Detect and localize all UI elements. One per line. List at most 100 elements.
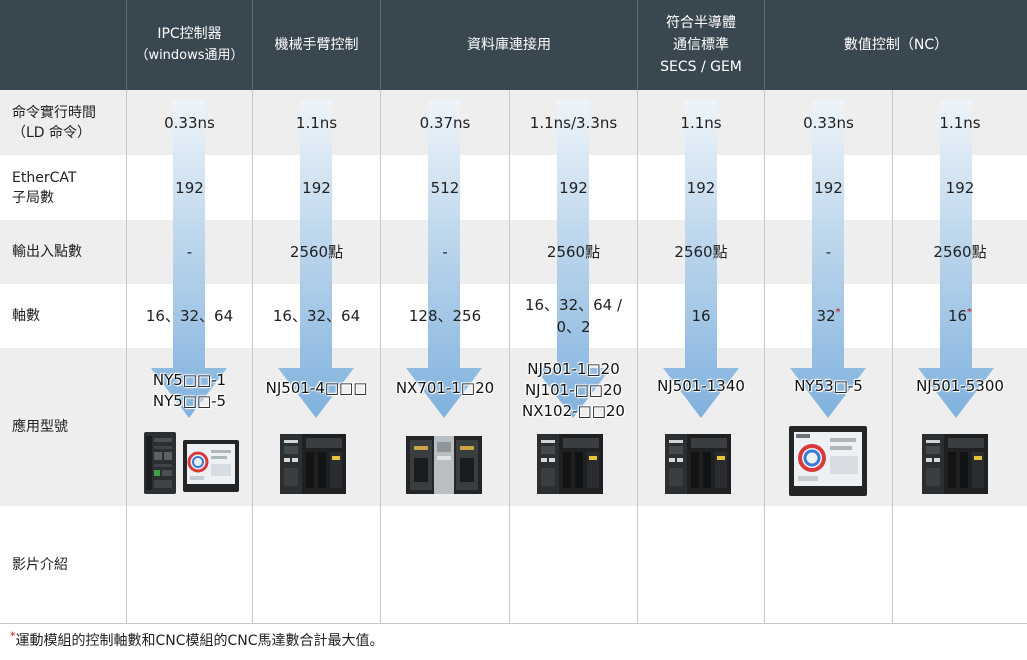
label-line: 輸出入點數 xyxy=(12,244,82,260)
cell-cycle-time: 0.33ns xyxy=(164,113,215,132)
model-name: NJ501-1340 xyxy=(657,376,745,395)
header-line: 符合半導體 xyxy=(666,15,736,31)
model-name: NY53□-5 xyxy=(794,376,863,395)
down-arrow-icon xyxy=(151,100,227,418)
row-axes-bg xyxy=(0,284,1027,348)
cell-axes: 16 xyxy=(638,284,764,348)
model-name: NY5□□-1 xyxy=(152,371,227,389)
cell-cycle-time: 0.37ns xyxy=(419,113,471,132)
controller-unit-icon xyxy=(280,434,346,494)
axes-value: 16、32、64 xyxy=(272,307,361,325)
cell-axes: 16、32、64 xyxy=(127,284,252,348)
header-line: IPC控制器 xyxy=(157,26,222,42)
down-arrow-icon xyxy=(790,100,866,418)
down-arrow-icon xyxy=(918,100,994,418)
model-name: NX701-1□20 xyxy=(395,378,495,397)
cell-cycle-time: 1.1ns xyxy=(680,113,722,132)
label-line: 命令實行時間 xyxy=(12,104,96,121)
cell-ethercat: 192 xyxy=(945,178,975,197)
axes-value: 128、256 xyxy=(408,307,482,325)
model-name: NJ101-□□20 xyxy=(524,380,623,399)
controller-unit-icon xyxy=(406,436,482,494)
divider xyxy=(252,0,253,623)
footnote-asterisk: * xyxy=(10,629,16,643)
asterisk-mark: * xyxy=(835,307,841,318)
model-name: NJ501-5300 xyxy=(916,376,1004,395)
header-divider xyxy=(126,0,127,90)
header-divider xyxy=(380,0,381,90)
footnote: *運動模組的控制軸數和CNC模組的CNC馬達數合計最大值。 xyxy=(10,630,384,650)
divider xyxy=(764,0,765,623)
row-label-models: 應用型號 xyxy=(12,348,68,506)
label-line: 影片介紹 xyxy=(12,557,68,573)
header-robot-control: 機械手臂控制 xyxy=(253,0,380,90)
cell-ethercat: 192 xyxy=(559,178,588,197)
header-line: 資料庫連接用 xyxy=(467,37,551,53)
model-name: NJ501-4□□□ xyxy=(265,378,368,397)
controller-unit-icon xyxy=(922,434,988,494)
cell-model: NJ501-1340 xyxy=(638,374,764,398)
model-name: NJ501-1□20 xyxy=(527,359,620,378)
cell-model: NY53□-5 xyxy=(765,374,892,398)
header-numerical-control: 數值控制（NC） xyxy=(765,0,1027,90)
cell-cycle-time: 1.1ns/3.3ns xyxy=(529,113,618,132)
label-line: 子局數 xyxy=(12,189,54,206)
model-name: NY5□□-5 xyxy=(152,392,227,410)
axes-value-line2: 0、2 xyxy=(556,318,591,336)
down-arrow-icon xyxy=(406,100,482,418)
row-label-axes: 軸數 xyxy=(12,284,40,348)
header-line: 數值控制（NC） xyxy=(843,37,949,53)
controller-unit-icon xyxy=(537,434,603,494)
cell-cycle-time: 0.33ns xyxy=(803,113,854,132)
cell-model: NJ501-4□□□ xyxy=(253,376,380,400)
row-label-cycle-time: 命令實行時間 （LD 命令） xyxy=(12,90,96,155)
row-video-bg xyxy=(0,506,1027,624)
header-divider xyxy=(252,0,253,90)
down-arrow-icon xyxy=(663,100,739,418)
table-bottom-border xyxy=(0,623,1027,624)
axes-value: 32 xyxy=(816,307,836,325)
row-ethercat-bg xyxy=(0,155,1027,220)
down-arrow-icon xyxy=(535,100,611,418)
cell-ethercat: 192 xyxy=(814,178,843,197)
header-line: （windows通用） xyxy=(135,48,244,63)
model-name: NX102-□□20 xyxy=(522,401,625,420)
header-secs-gem: 符合半導體 通信標準 SECS / GEM xyxy=(638,0,764,90)
cell-ethercat: 512 xyxy=(430,178,460,197)
row-label-video: 影片介紹 xyxy=(12,506,68,624)
cell-axes: 16、32、64 / 0、2 xyxy=(510,284,637,348)
cell-ethercat: 192 xyxy=(686,178,716,197)
controller-unit-icon xyxy=(665,434,731,494)
label-line: EtherCAT xyxy=(12,169,77,186)
cell-model: NX701-1□20 xyxy=(381,376,509,400)
header-line: 機械手臂控制 xyxy=(274,37,359,53)
down-arrow-icon xyxy=(278,100,354,418)
ipc-box-icon xyxy=(144,432,176,494)
asterisk-mark: * xyxy=(967,307,973,318)
touch-panel-icon xyxy=(789,426,867,496)
cell-axes: 16* xyxy=(893,284,1027,348)
cell-io-points: 2560點 xyxy=(289,243,344,261)
axes-value: 16、32、64 xyxy=(145,307,234,325)
cell-io-points: 2560點 xyxy=(546,243,601,261)
cell-io-points: 2560點 xyxy=(933,243,987,261)
axes-value: 16 xyxy=(691,307,711,325)
label-line: （LD 命令） xyxy=(12,124,92,141)
touch-panel-icon xyxy=(183,440,239,492)
cell-axes: 32* xyxy=(765,284,892,348)
cell-ethercat: 192 xyxy=(175,178,204,197)
axes-value: 16 xyxy=(947,307,968,325)
divider xyxy=(637,0,638,623)
row-label-io-points: 輸出入點數 xyxy=(12,220,82,284)
header-ipc-controller: IPC控制器 （windows通用） xyxy=(127,0,252,90)
divider xyxy=(380,0,381,623)
header-line: 通信標準 xyxy=(673,37,729,53)
label-line: 軸數 xyxy=(12,308,40,324)
row-io-bg xyxy=(0,220,1027,284)
cell-model: NJ501-5300 xyxy=(893,374,1027,398)
header-database-connection: 資料庫連接用 xyxy=(381,0,637,90)
cell-io-points: - xyxy=(186,243,193,261)
divider xyxy=(892,90,893,623)
cell-cycle-time: 1.1ns xyxy=(295,113,338,132)
